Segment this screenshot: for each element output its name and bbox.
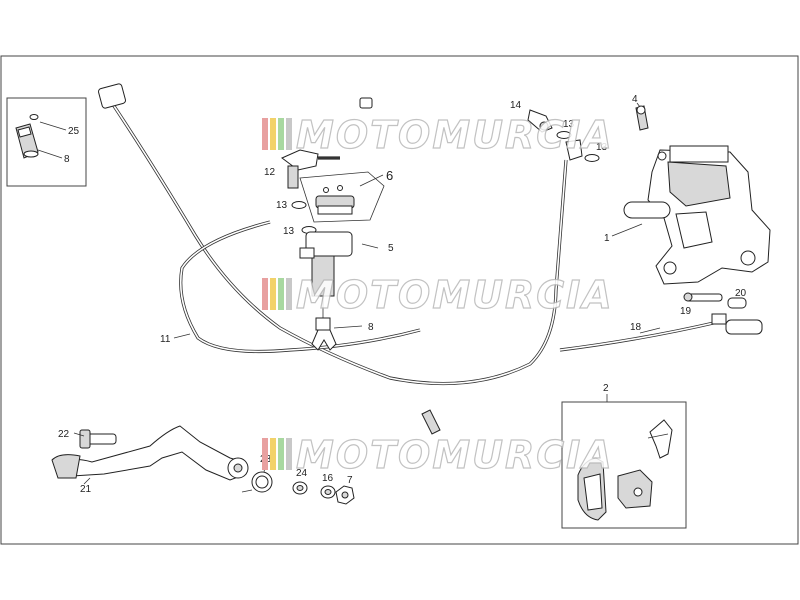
watermark-middle-text: MOTOMURCIA — [296, 273, 614, 317]
callout-5: 5 — [388, 243, 394, 254]
watermark-middle: MOTOMURCIA — [262, 272, 614, 318]
pin-25-part — [29, 114, 39, 120]
callout-8-main: 8 — [368, 322, 374, 333]
master-cylinder-5-part — [299, 231, 353, 351]
brake-pedal-21-part — [51, 425, 249, 481]
banjo-bolt-14-part — [527, 109, 553, 133]
washer-16-part — [320, 485, 336, 499]
brake-pad-left-part — [577, 457, 607, 521]
hose-clip-top-part — [359, 97, 373, 109]
diagram-frame — [0, 55, 799, 545]
callout-19: 19 — [680, 306, 692, 317]
hose-fitting-right-part — [565, 139, 583, 161]
callout-16: 16 — [322, 473, 334, 484]
watermark-bottom-text: MOTOMURCIA — [296, 433, 614, 477]
split-pin-part — [421, 409, 441, 435]
callout-7: 7 — [347, 475, 353, 486]
callout-14: 14 — [510, 100, 522, 111]
watermark-bottom: MOTOMURCIA — [262, 432, 614, 478]
watermark-top-text: MOTOMURCIA — [296, 113, 614, 157]
banjo-bolt-12-part — [281, 149, 340, 189]
return-spring-23-part — [241, 461, 273, 493]
callout-21: 21 — [80, 484, 92, 495]
clip-8-inset-part — [15, 123, 39, 159]
callout-25: 25 — [68, 126, 80, 137]
callout-18: 18 — [630, 322, 642, 333]
inset-box-fastener — [6, 97, 87, 187]
callout-1: 1 — [604, 233, 610, 244]
callout-13-lower-right: 13 — [596, 142, 608, 153]
brake-pad-right-part — [617, 469, 653, 509]
callout-4: 4 — [632, 94, 638, 105]
callout-12: 12 — [264, 167, 276, 178]
caliper-pin-19-part — [683, 292, 723, 302]
washer-24-part — [292, 481, 308, 495]
callout-20: 20 — [735, 288, 747, 299]
watermark-top: MOTOMURCIA — [262, 112, 614, 158]
callout-8-inset: 8 — [64, 154, 70, 165]
washer-13-upper-right-part — [556, 131, 572, 139]
brake-caliper-1-part — [623, 145, 771, 285]
callout-11: 11 — [160, 334, 171, 345]
callout-13-upper-right: 13 — [563, 119, 575, 130]
rod-18-part — [559, 313, 763, 352]
pad-spring-clip-part — [647, 419, 673, 459]
washer-13-upper-left-part — [291, 201, 307, 209]
nut-7-part — [335, 485, 355, 505]
washer-13-lower-right-part — [584, 154, 600, 162]
brake-hose-11-part — [97, 83, 568, 386]
inset-box-brake-pads — [561, 401, 687, 529]
bush-20-part — [727, 297, 747, 309]
callout-13-lower-left: 13 — [283, 226, 295, 237]
callout-13-upper-left: 13 — [276, 200, 288, 211]
callout-2: 2 — [603, 383, 609, 394]
pivot-bolt-22-part — [79, 429, 117, 449]
callout-22: 22 — [58, 429, 70, 440]
callout-6: 6 — [386, 168, 393, 183]
reservoir-cap-6-part — [299, 171, 385, 223]
bleed-screw-4-part — [635, 105, 649, 131]
callout-24: 24 — [296, 468, 308, 479]
